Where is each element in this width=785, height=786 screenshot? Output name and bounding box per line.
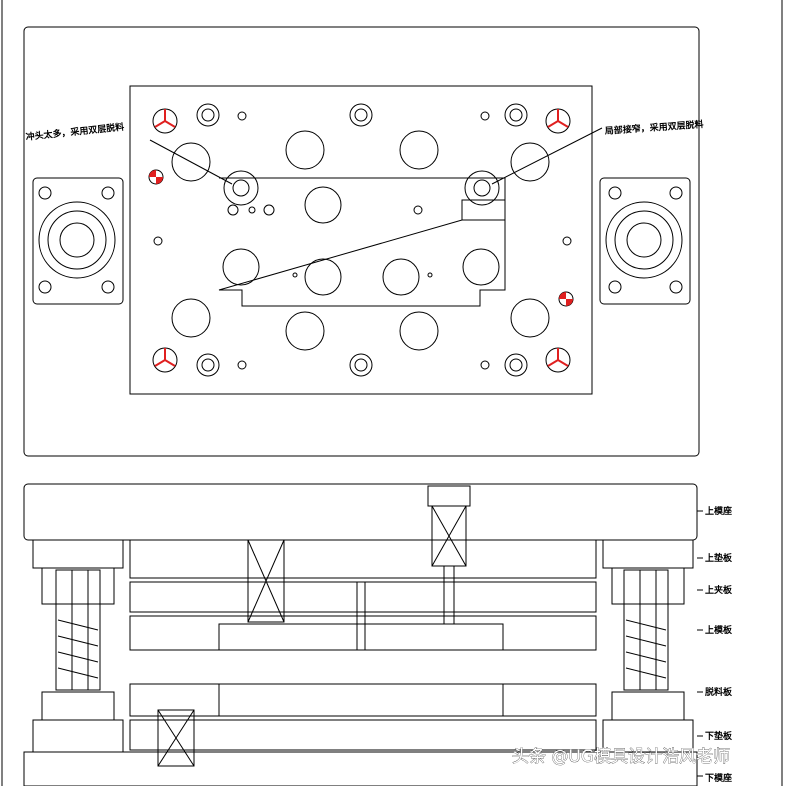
right-guide-block — [599, 177, 691, 305]
left-callout-text: 冲头太多，采用双层脱料 — [25, 121, 125, 143]
upper-backing-plate — [129, 539, 597, 579]
label-upper-backing-plate: 上垫板 — [705, 552, 733, 564]
label-upper-die-base: 上模座 — [705, 505, 732, 517]
right-guide-pillar — [623, 569, 669, 691]
die-plate-outline — [129, 85, 593, 395]
leader-left — [149, 139, 233, 185]
label-upper-die-plate: 上模板 — [705, 624, 733, 636]
stripper-outline — [218, 177, 506, 307]
punch-circle-right — [464, 170, 500, 206]
guide-pin-marks — [148, 108, 574, 373]
upper-holder-plate — [129, 581, 597, 613]
watermark: 头条 @UG模具设计浩风老师 — [512, 747, 730, 767]
stripper-plate — [129, 683, 597, 717]
left-guide-pillar — [55, 569, 101, 691]
plate-labels: 上模座 上垫板 上夹板 上模板 脱料板 下垫板 下模座 — [705, 505, 733, 784]
label-upper-holder-plate: 上夹板 — [705, 584, 733, 596]
leader-right — [491, 127, 603, 185]
left-guide-block — [32, 177, 124, 305]
lower-die-base — [23, 751, 698, 786]
lower-backing-plate — [129, 719, 597, 751]
upper-die-plate — [129, 615, 597, 651]
right-callout-text: 局部接窄，采用双层脱料 — [604, 118, 704, 137]
punch-circle-left — [223, 170, 259, 206]
label-lower-die-base: 下模座 — [705, 772, 732, 784]
lower-die-base-outline — [23, 26, 700, 457]
bolt-holes — [196, 103, 528, 377]
label-stripper-plate: 脱料板 — [705, 686, 733, 698]
top-view — [23, 26, 700, 457]
section-view — [23, 483, 703, 786]
large-holes — [171, 130, 550, 351]
upper-die-base — [23, 483, 698, 541]
label-lower-backing-plate: 下垫板 — [705, 730, 733, 742]
small-holes — [153, 111, 572, 370]
